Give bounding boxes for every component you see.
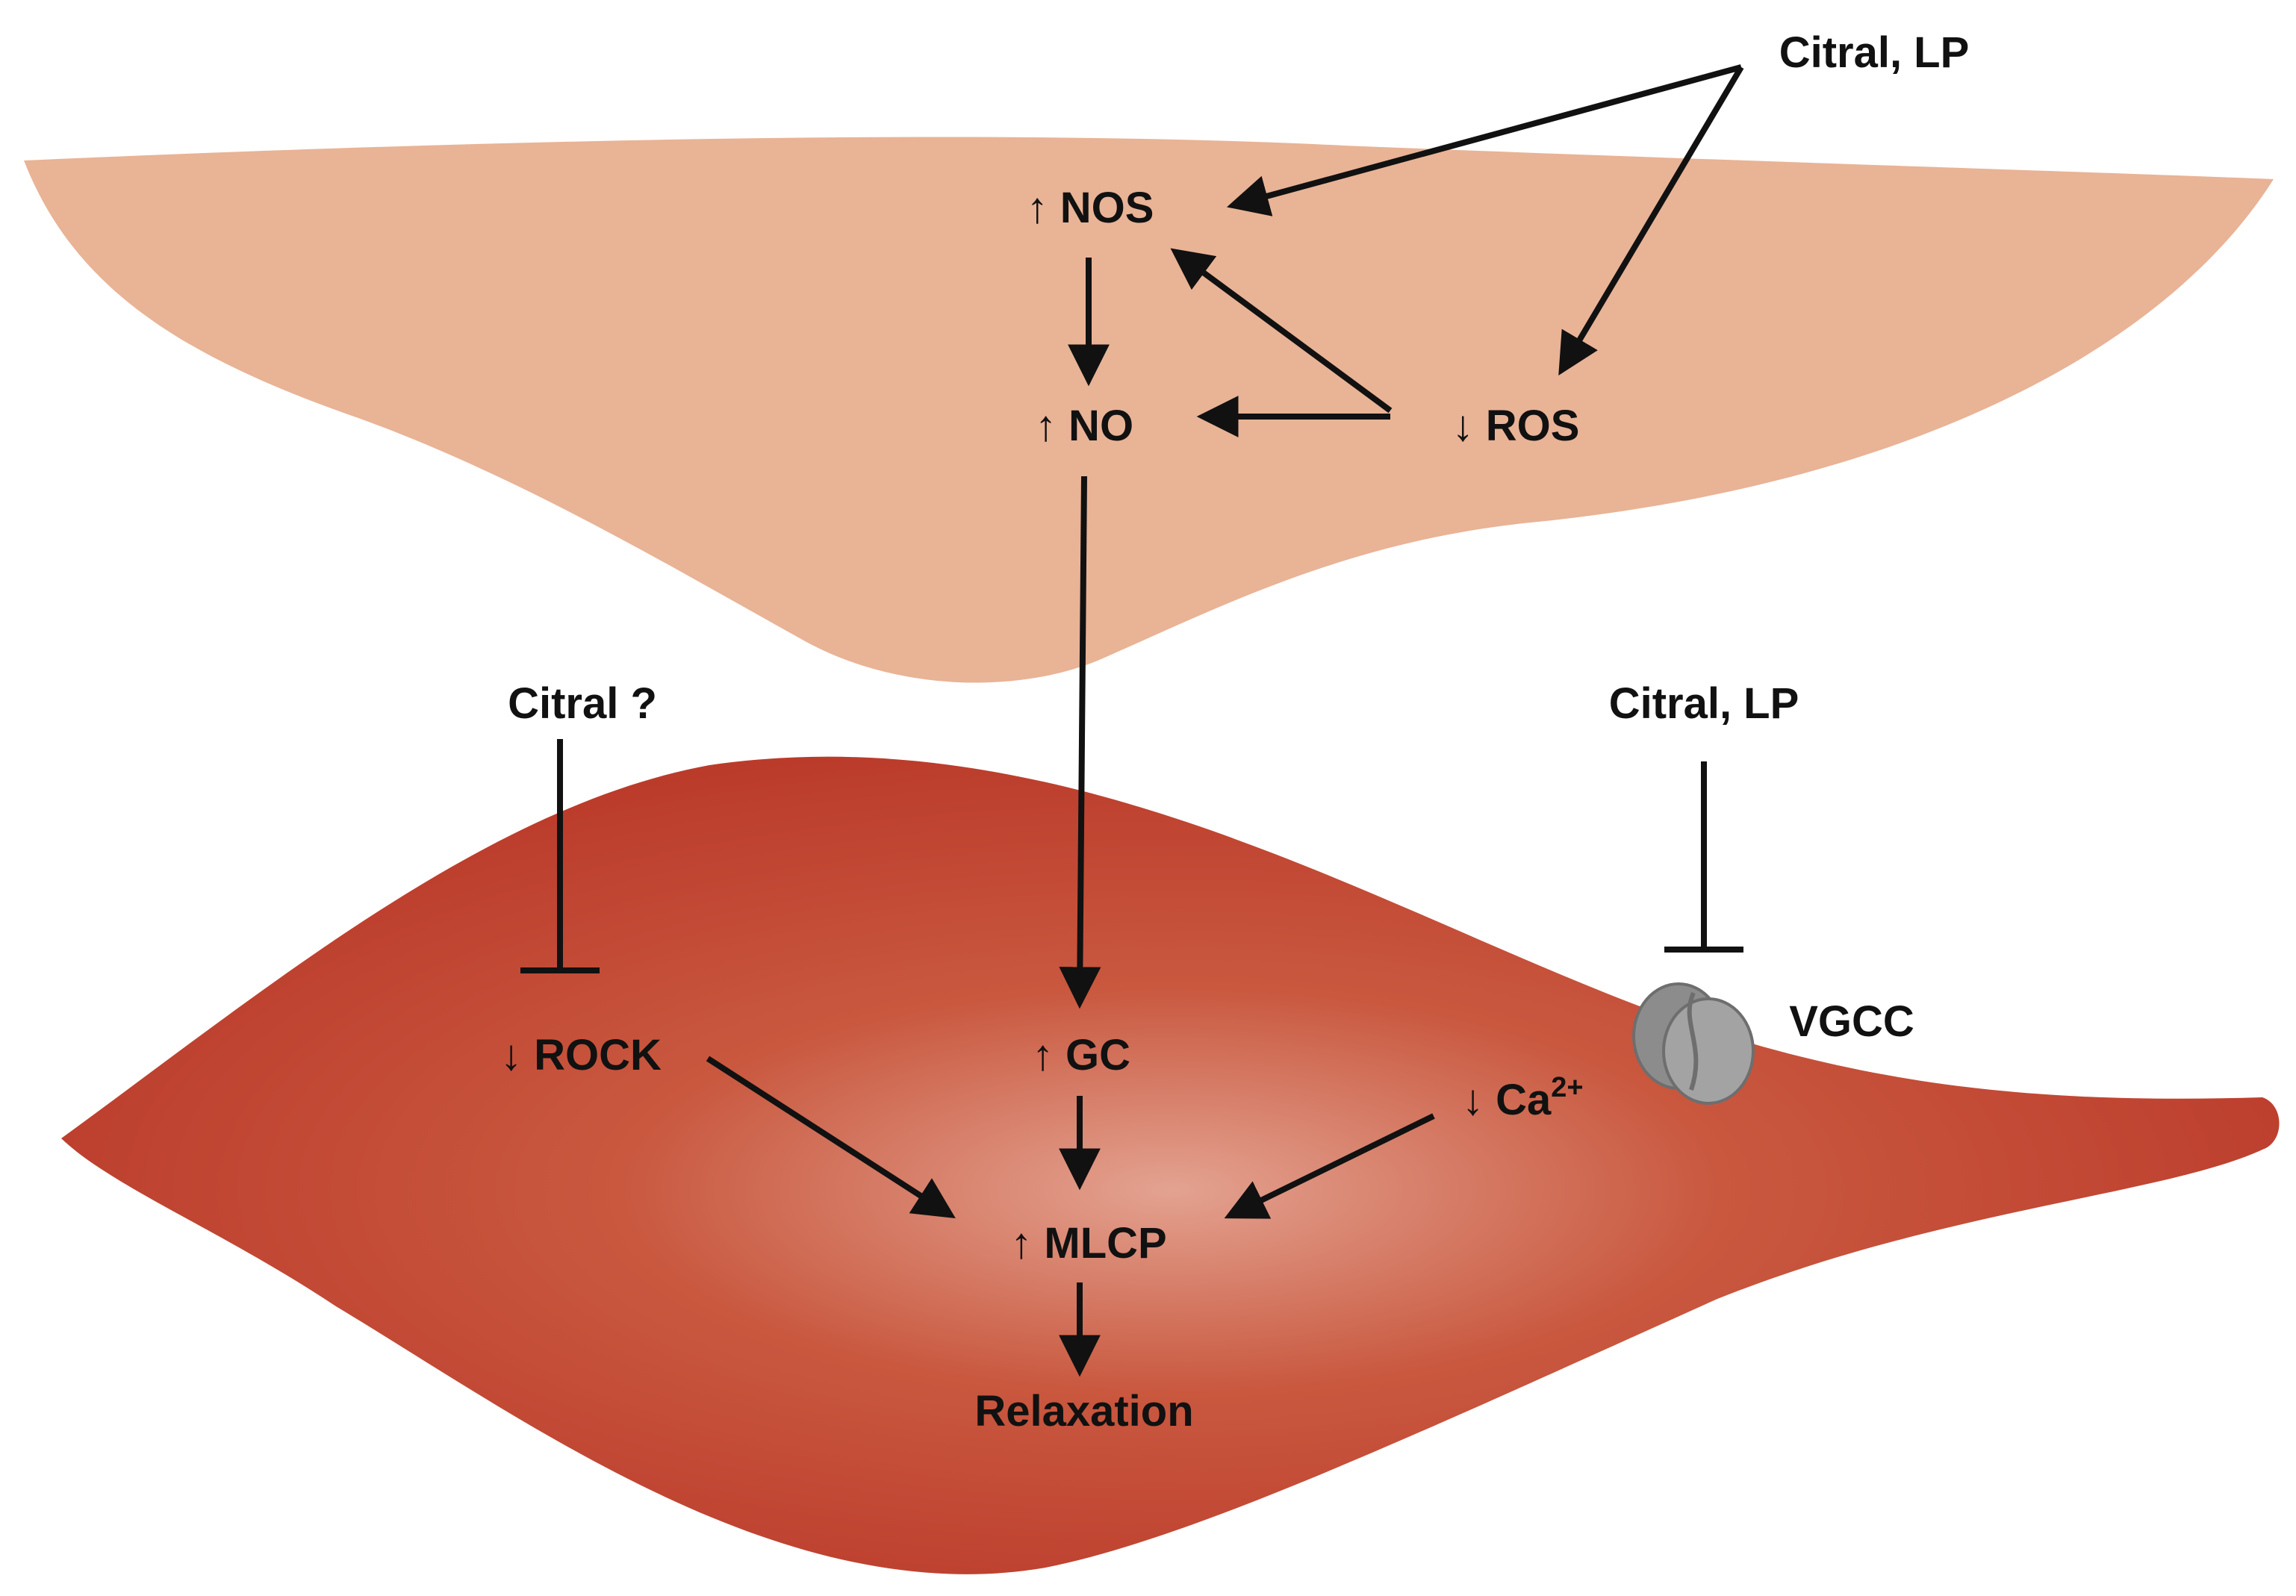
- mlcp-label: ↑ MLCP: [1010, 1219, 1166, 1268]
- agent-rock-label: Citral ?: [508, 679, 657, 728]
- arrow-rock-to-mlcp: [706, 1056, 956, 1219]
- gc-label: ↑ GC: [1032, 1031, 1130, 1079]
- no-label: ↑ NO: [1035, 402, 1133, 450]
- vgcc-label: VGCC: [1789, 997, 1914, 1046]
- arrow-citral-to-nos: [1226, 64, 1743, 216]
- ca-label: ↓ Ca2+: [1462, 1072, 1584, 1124]
- relaxation-label: Relaxation: [974, 1387, 1193, 1436]
- smooth-muscle-cell: [61, 756, 2280, 1574]
- arrow-no-to-gc: [1059, 476, 1101, 1009]
- endothelial-cell: [24, 137, 2274, 683]
- agent-top-label: Citral, LP: [1779, 28, 1970, 77]
- rock-label: ↓ ROCK: [500, 1031, 662, 1079]
- arrow-ros-to-nos: [1170, 248, 1393, 414]
- nos-label: ↑ NOS: [1027, 184, 1154, 232]
- ca-text: ↓ Ca: [1462, 1076, 1552, 1124]
- vgcc-channel-icon: [1632, 982, 1755, 1105]
- ros-label: ↓ ROS: [1452, 402, 1580, 450]
- arrow-ca-to-mlcp: [1224, 1113, 1435, 1219]
- agent-vgcc-label: Citral, LP: [1609, 679, 1799, 728]
- arrow-citral-to-ros: [1558, 65, 1744, 376]
- ca-charge: 2+: [1551, 1072, 1583, 1103]
